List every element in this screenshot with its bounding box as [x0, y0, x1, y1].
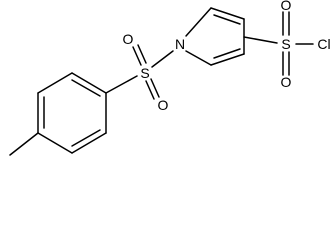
bond-s-o-bottom-a [145, 80, 155, 100]
atom-n-pyrrole: N [175, 36, 185, 52]
atom-s-tosyl: S [140, 65, 149, 81]
bond-ring-6 [37, 132, 73, 154]
atom-o-tosyl-bottom: O [158, 97, 169, 113]
atom-o-tosyl-top: O [123, 31, 134, 47]
bond-pyrrole-c4-c5-inner [213, 48, 241, 59]
bond-pyrrole-c2-c3 [210, 7, 245, 20]
bond-pyrrole-n-c2 [185, 7, 212, 37]
bond-ring-3-inner [71, 79, 101, 97]
bond-ring-5 [71, 132, 107, 154]
atom-s-chloride: S [281, 36, 290, 52]
bond-s-o-top-a [132, 46, 142, 66]
bond-pyrrole-c4-c5 [210, 53, 245, 66]
bond-s-o-top-b [137, 44, 147, 64]
atom-o-chloride-top: O [281, 0, 292, 13]
molecule-drawing: N S O O S O O Cl [9, 0, 331, 156]
atom-labels: N S O O S O O Cl [123, 0, 331, 113]
bond-ring-s [105, 75, 138, 94]
bond-s-n [151, 50, 174, 68]
bond-ring-2 [37, 72, 73, 94]
atom-cl: Cl [317, 36, 330, 52]
bond-s-o-bottom-b [150, 78, 160, 98]
structure-canvas: N S O O S O O Cl [9, 0, 331, 156]
bond-ring-5-inner [71, 129, 101, 147]
bond-pyrrole-c2-c3-inner [213, 14, 241, 25]
bond-c-s-chloride [243, 36, 278, 44]
bond-methyl [9, 132, 39, 156]
bonds [9, 7, 314, 156]
bond-pyrrole-c5-n [185, 50, 212, 66]
bond-ring-3 [71, 72, 107, 94]
atom-o-chloride-bottom: O [281, 74, 292, 90]
